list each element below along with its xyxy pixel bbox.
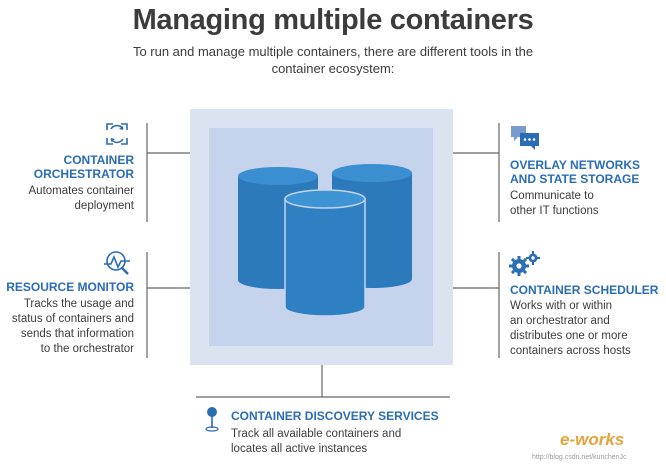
monitor-description: Tracks the usage and status of container… — [11, 298, 134, 355]
overlay-heading: OVERLAY NETWORKS AND STATE STORAGE — [510, 158, 641, 186]
database-cylinders — [238, 164, 412, 317]
page-subtitle: To run and manage multiple containers, t… — [132, 44, 534, 76]
discovery-heading: CONTAINER DISCOVERY SERVICES — [231, 409, 439, 423]
orchestrator-icon — [106, 123, 128, 145]
monitor-heading: RESOURCE MONITOR — [6, 280, 134, 294]
resource-monitor-icon — [104, 251, 130, 275]
orchestrator-description: Automates container deployment — [28, 185, 134, 212]
watermark-logo: e-works — [560, 430, 625, 449]
overlay-description: Communicate to other IT functions — [510, 190, 599, 217]
watermark-url: http://blog.csdn.net/kunchenJc — [532, 454, 627, 461]
orchestrator-heading: CONTAINER ORCHESTRATOR — [33, 153, 134, 181]
page-title: Managing multiple containers — [132, 4, 534, 36]
gears-icon — [509, 251, 540, 276]
discovery-description: Track all available containers and locat… — [231, 428, 402, 455]
scheduler-heading: CONTAINER SCHEDULER — [510, 283, 659, 297]
scheduler-description: Works with or within an orchestrator and… — [510, 300, 631, 357]
chat-bubbles-icon — [511, 126, 539, 150]
location-pin-icon — [205, 407, 219, 432]
